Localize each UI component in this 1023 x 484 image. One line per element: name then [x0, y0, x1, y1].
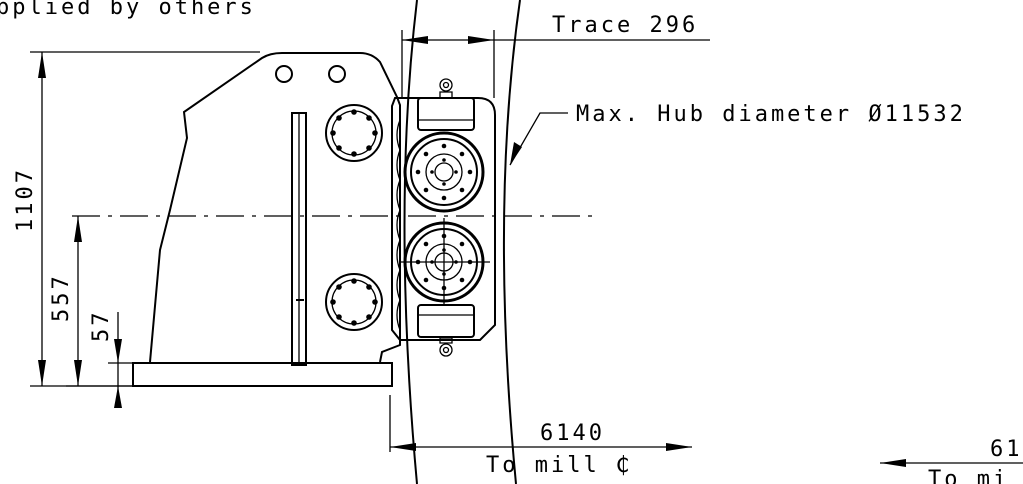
- dim-right-value: 61: [990, 437, 1023, 462]
- lower-flange: [325, 273, 383, 331]
- hub-diameter-label: Max. Hub diameter Ø11532: [576, 102, 966, 127]
- dim-1107: 1107: [13, 51, 260, 387]
- lifting-hole-left: [275, 65, 293, 83]
- dim-6140: 6140 To mill ₵: [389, 395, 692, 478]
- bracket-body: [132, 52, 401, 387]
- dim-557-label: 557: [49, 273, 74, 322]
- upper-flange: [325, 104, 383, 162]
- hub-diameter-leader: Max. Hub diameter Ø11532: [509, 102, 966, 166]
- hub-arc: [403, 0, 521, 484]
- trace-dimension: Trace 296: [401, 13, 710, 98]
- dim-557: 557: [49, 216, 133, 387]
- dim-57-label: 57: [89, 310, 114, 343]
- to-mill-label: To mill ₵: [486, 453, 632, 478]
- trace-label: Trace 296: [552, 13, 698, 38]
- roller-assembly: [391, 78, 496, 357]
- lifting-hole-right: [328, 65, 346, 83]
- dim-57: 57: [89, 310, 150, 408]
- top-note: pplied by others: [0, 0, 256, 20]
- dim-right-label: To mi: [928, 467, 1009, 484]
- dim-6140-label: 6140: [540, 421, 605, 446]
- dim-1107-label: 1107: [13, 167, 38, 232]
- dim-right-cutoff: 61 To mi: [880, 437, 1023, 484]
